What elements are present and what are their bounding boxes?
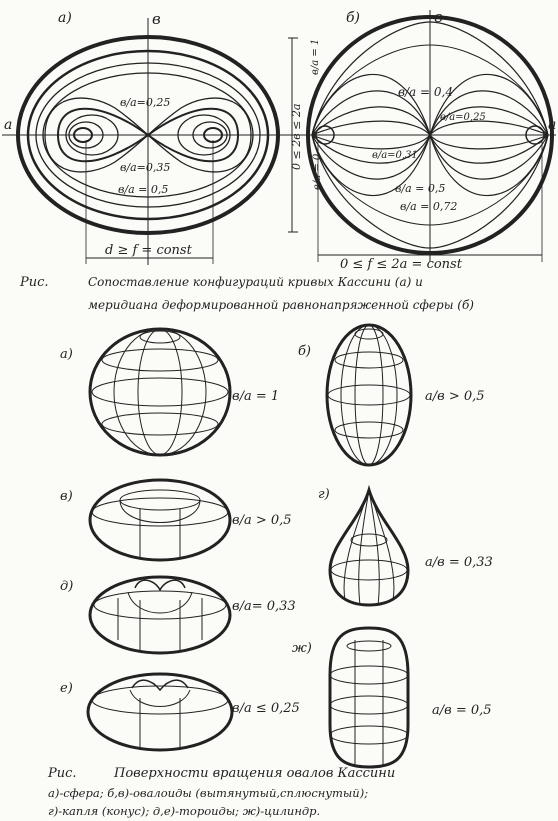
label-ba-05-b: в/а = 0,5: [395, 182, 445, 195]
label-ba-025: в/а=0,25: [120, 96, 170, 109]
label-ba-05: в/а = 0,5: [118, 183, 168, 196]
label-ba-0: в/а = 0: [312, 153, 323, 190]
sphere-meridians-diagram: [300, 10, 556, 262]
fig-c-letter: в): [60, 489, 73, 504]
panel-a-letter: а): [58, 10, 72, 26]
caption-top-prefix: Рис.: [20, 275, 49, 290]
cassini-ovals-diagram: [2, 18, 300, 265]
label-ba-04: в/а = 0,4: [398, 85, 453, 99]
label-ba-025-b: в/а=0,25: [440, 112, 486, 123]
dim-horizontal-label-b: 0 ≤ f ≤ 2а = const: [340, 257, 463, 272]
label-ba-035: в/а=0,35: [120, 161, 170, 174]
caption-top-line2: меридиана деформированной равнонапряженн…: [88, 298, 474, 312]
cylinder-figure: [328, 626, 410, 769]
fig-d-ratio: а/в = 0,33: [425, 555, 493, 570]
axis-h-label: а: [4, 117, 12, 133]
caption-top-line1: Сопоставление конфигураций кривых Кассин…: [88, 275, 423, 289]
fig-e-letter: д): [60, 579, 73, 594]
fig-b-ratio: а/в > 0,5: [425, 389, 485, 404]
dim-horizontal-label: d ≥ f = const: [105, 243, 193, 258]
caption-bottom-line2: г)-капля (конус); д,е)-тороиды; ж)-цилин…: [48, 804, 321, 818]
fig-b-letter: б): [298, 344, 311, 359]
fig-d-letter: г): [318, 487, 330, 502]
panel-b-letter: б): [346, 10, 360, 26]
axis-v-label: в: [152, 10, 161, 28]
label-ba-1: в/а = 1: [310, 39, 321, 75]
torus-figure-d: [88, 575, 232, 655]
prolate-ovaloid-figure: [325, 323, 413, 467]
caption-bottom-title: Поверхности вращения овалов Кассини: [114, 766, 396, 781]
dim-vertical-label: 0 ≤ 2в ≤ 2а: [290, 104, 303, 170]
oblate-ovaloid-figure: [88, 478, 232, 562]
fig-a-letter: а): [60, 347, 73, 362]
caption-bottom-line1: а)-сфера; б,в)-овалоиды (вытянутый,сплюс…: [48, 786, 369, 800]
fig-g-ratio: а/в = 0,5: [432, 703, 492, 718]
fig-g-letter: ж): [292, 641, 312, 656]
label-ba-072: в/а = 0,72: [400, 200, 457, 213]
fig-c-ratio: в/а > 0,5: [232, 513, 292, 528]
torus-figure-e: [86, 672, 234, 752]
fig-f-letter: е): [60, 681, 73, 696]
fig-a-ratio: в/а = 1: [232, 389, 279, 404]
drop-figure: [328, 484, 410, 607]
caption-bottom-prefix: Рис.: [48, 766, 77, 781]
sphere-figure: [88, 327, 232, 457]
fig-e-ratio: в/а= 0,33: [232, 599, 296, 614]
axis-h-label-b: а: [548, 117, 556, 133]
label-ba-031: в/а=0,31: [372, 150, 418, 161]
axis-v-label-b: в: [434, 8, 443, 26]
fig-f-ratio: в/а ≤ 0,25: [232, 701, 300, 716]
